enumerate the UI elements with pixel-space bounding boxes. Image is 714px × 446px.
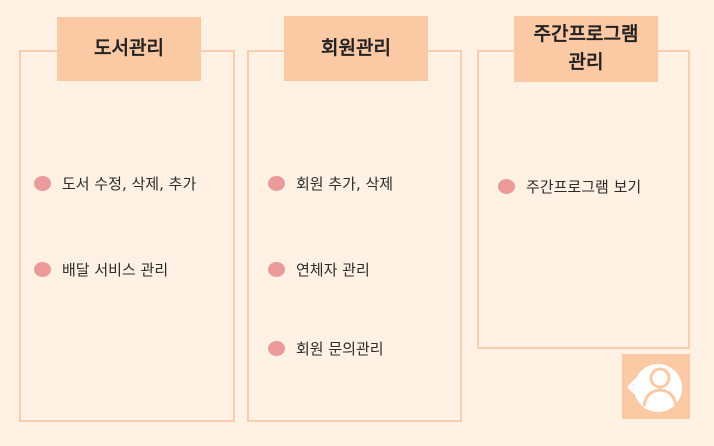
weekly-program-title-line1: 주간프로그램 (533, 23, 639, 46)
bullet-icon (268, 262, 285, 277)
member-management-panel (247, 50, 462, 422)
member-management-title: 회원관리 (321, 36, 391, 59)
weekly-program-header: 주간프로그램 관리 (514, 16, 658, 82)
menu-item-label: 배달 서비스 관리 (62, 261, 169, 279)
menu-item-delivery-service[interactable]: 배달 서비스 관리 (34, 259, 168, 280)
menu-item-label: 회원 문의관리 (296, 340, 384, 358)
bullet-icon (268, 341, 285, 356)
menu-item-member-add[interactable]: 회원 추가, 삭제 (268, 173, 393, 194)
book-management-header: 도서관리 (57, 17, 201, 81)
bullet-icon (34, 176, 51, 191)
book-management-panel (19, 50, 235, 422)
bullet-icon (34, 262, 51, 277)
menu-item-member-inquiry[interactable]: 회원 문의관리 (268, 338, 384, 359)
weekly-program-title-line2: 관리 (568, 51, 604, 73)
weekly-program-panel (477, 50, 690, 349)
menu-item-overdue-members[interactable]: 연체자 관리 (268, 259, 370, 280)
menu-item-label: 연체자 관리 (296, 261, 370, 279)
logout-button[interactable] (622, 354, 690, 419)
menu-item-label: 도서 수정, 삭제, 추가 (62, 175, 197, 193)
menu-item-label: 회원 추가, 삭제 (296, 175, 394, 193)
member-management-header: 회원관리 (284, 16, 428, 81)
bullet-icon (268, 176, 285, 191)
user-logout-icon (627, 364, 682, 412)
book-management-title: 도서관리 (94, 37, 164, 60)
bullet-icon (498, 179, 515, 194)
menu-item-view-weekly-program[interactable]: 주간프로그램 보기 (498, 176, 641, 197)
menu-item-label: 주간프로그램 보기 (526, 178, 642, 196)
menu-item-book-edit[interactable]: 도서 수정, 삭제, 추가 (34, 173, 196, 194)
